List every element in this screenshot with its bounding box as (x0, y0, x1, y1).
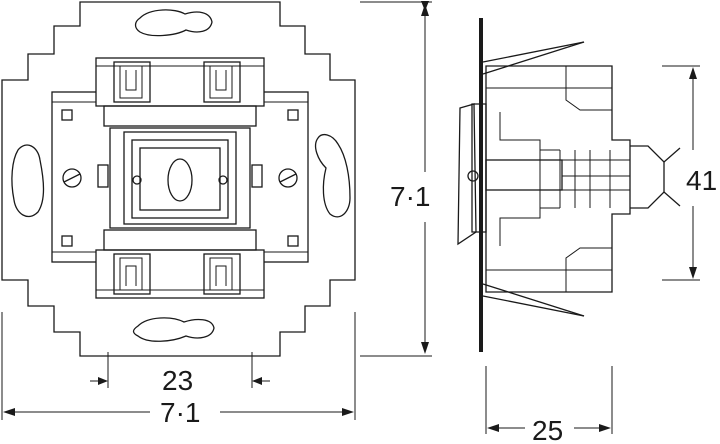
dimension-width-71 (1, 312, 356, 420)
side-height-label: 41 (686, 165, 717, 196)
mounting-plate-outline (1, 1, 356, 357)
dimension-height-71 (360, 1, 432, 357)
screw-left-icon (62, 168, 82, 188)
dimension-width-23 (90, 352, 270, 388)
slot-right (314, 133, 351, 218)
front-view (1, 1, 356, 357)
dimension-depth-25 (485, 366, 613, 434)
screw-right-icon (278, 168, 298, 188)
terminal-block-top (95, 57, 265, 127)
central-actuator (109, 127, 251, 229)
side-body (485, 65, 631, 293)
dimension-height-41 (662, 65, 700, 281)
slot-left (11, 144, 45, 217)
front-outer-width-label: 7·1 (160, 397, 200, 428)
terminal-block-bottom (95, 229, 265, 299)
front-height-label: 7·1 (390, 181, 430, 212)
slot-top (134, 9, 213, 37)
side-depth-label: 25 (532, 415, 563, 444)
slot-bottom (132, 317, 215, 342)
front-inner-width-label: 23 (162, 365, 193, 396)
side-view (457, 18, 681, 352)
